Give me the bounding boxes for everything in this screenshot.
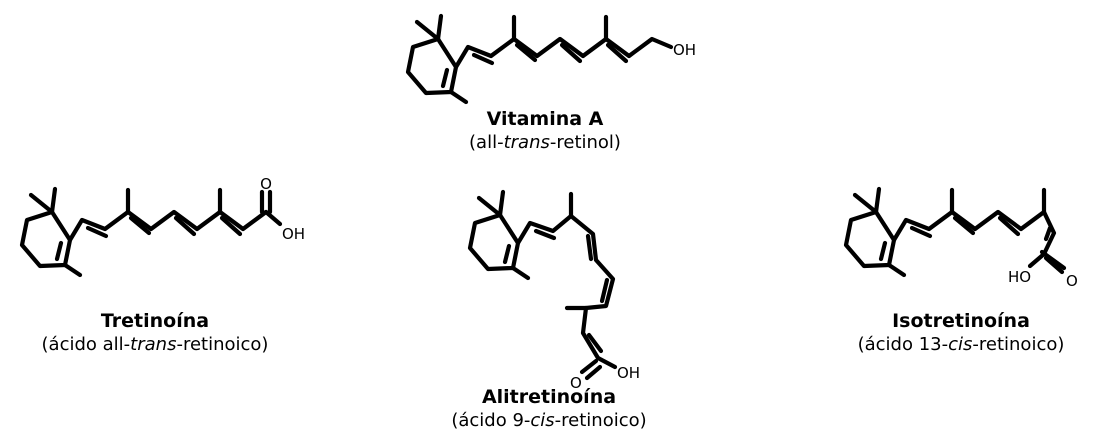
- vitamin-a-name: Vitamina A: [486, 108, 604, 130]
- isotretinoin-structure: HO O: [836, 186, 1086, 292]
- hydroxyl-label: OH: [282, 225, 305, 243]
- isotretinoin-description: (ácido 13-cis-retinoico): [857, 334, 1065, 355]
- carbonyl-oxygen-label: O: [1066, 272, 1078, 290]
- tretinoin-caption: Tretinoína (ácido all-trans-retinoico): [0, 310, 310, 356]
- tretinoin-name: Tretinoína: [100, 310, 210, 332]
- vitamin-a-description: (all-trans-retinol): [469, 132, 621, 153]
- tretinoin-structure: O OH: [12, 175, 305, 278]
- hydroxyl-label: OH: [673, 41, 696, 59]
- carbonyl-oxygen-label: O: [260, 175, 272, 193]
- alitretinoin-structure: O OH: [460, 182, 660, 392]
- hydroxyl-label: HO: [1008, 268, 1031, 286]
- alitretinoin-name: Alitretinoína: [481, 386, 617, 408]
- isotretinoin-caption: Isotretinoína (ácido 13-cis-retinoico): [824, 310, 1098, 356]
- hydroxyl-label: OH: [617, 364, 640, 382]
- tretinoin-description: (ácido all-trans-retinoico): [41, 334, 269, 355]
- carbonyl-oxygen-label: O: [570, 374, 582, 392]
- vitamin-a-caption: Vitamina A (all-trans-retinol): [395, 108, 695, 154]
- alitretinoin-description: (ácido 9-cis-retinoico): [451, 410, 647, 431]
- alitretinoin-caption: Alitretinoína (ácido 9-cis-retinoico): [404, 386, 694, 432]
- vitamin-a-structure: OH: [395, 13, 696, 105]
- isotretinoin-name: Isotretinoína: [892, 310, 1030, 332]
